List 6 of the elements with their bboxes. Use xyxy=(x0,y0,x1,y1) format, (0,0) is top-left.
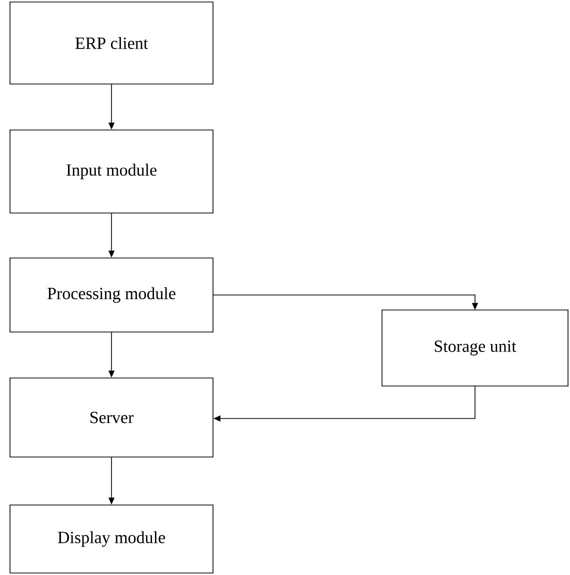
process-box: ERP client xyxy=(10,2,214,84)
process-box: Display module xyxy=(10,504,214,574)
process-box: Processing module xyxy=(10,258,214,332)
process-box: Input module xyxy=(10,130,214,214)
process-box: Server xyxy=(10,378,214,458)
process-box: Storage unit xyxy=(382,310,568,386)
